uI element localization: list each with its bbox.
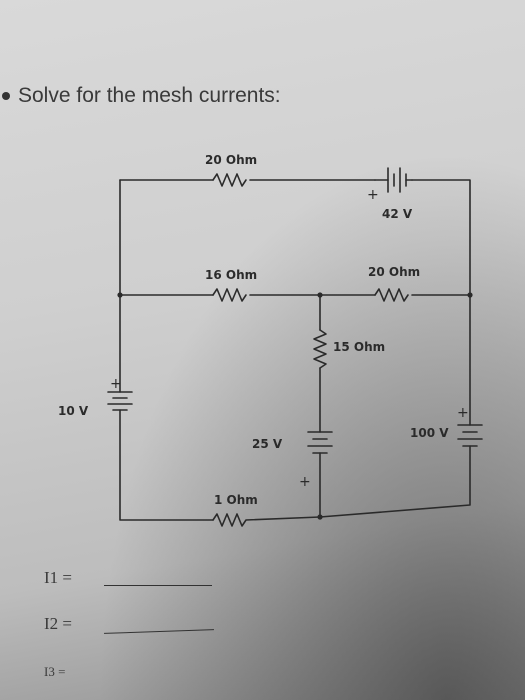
wire-left-lower [119, 409, 214, 521]
label-r-bottom: 1 Ohm [214, 493, 258, 507]
battery-42v [374, 167, 413, 193]
answer-i2-label: I2 = [44, 614, 72, 633]
resistor-top-20ohm [212, 173, 247, 187]
battery-25v [307, 431, 333, 454]
plus-sign-10v: + [110, 376, 122, 392]
resistor-center-15ohm [313, 329, 327, 369]
plus-sign-25v: + [299, 474, 311, 490]
wire-top-right [411, 179, 471, 296]
plus-sign-100v: + [457, 405, 469, 421]
answer-i1-blank[interactable] [104, 585, 212, 586]
label-v-center: 25 V [252, 437, 283, 451]
resistor-bottom-1ohm [212, 513, 321, 527]
answer-i1-label: I1 = [44, 568, 72, 587]
wire-right-lower [319, 445, 471, 518]
resistor-mid-16ohm [212, 288, 247, 302]
battery-10v [107, 391, 133, 411]
junction-center-top [317, 292, 323, 298]
junction-center-bottom [317, 514, 323, 520]
junction-left [117, 292, 123, 298]
junction-right [467, 292, 473, 298]
label-r-mid-left: 16 Ohm [205, 268, 257, 282]
resistor-mid-20ohm [374, 288, 409, 302]
label-r-mid-right: 20 Ohm [368, 265, 420, 279]
plus-sign-42v: + [367, 187, 379, 203]
battery-100v [457, 424, 483, 447]
label-r-center: 15 Ohm [333, 340, 385, 354]
answer-i3-label: I3 = [44, 664, 66, 679]
label-r-top: 20 Ohm [205, 153, 257, 167]
label-v-top: 42 V [382, 207, 413, 221]
label-v-left: 10 V [58, 404, 89, 418]
label-v-right: 100 V [410, 426, 449, 440]
